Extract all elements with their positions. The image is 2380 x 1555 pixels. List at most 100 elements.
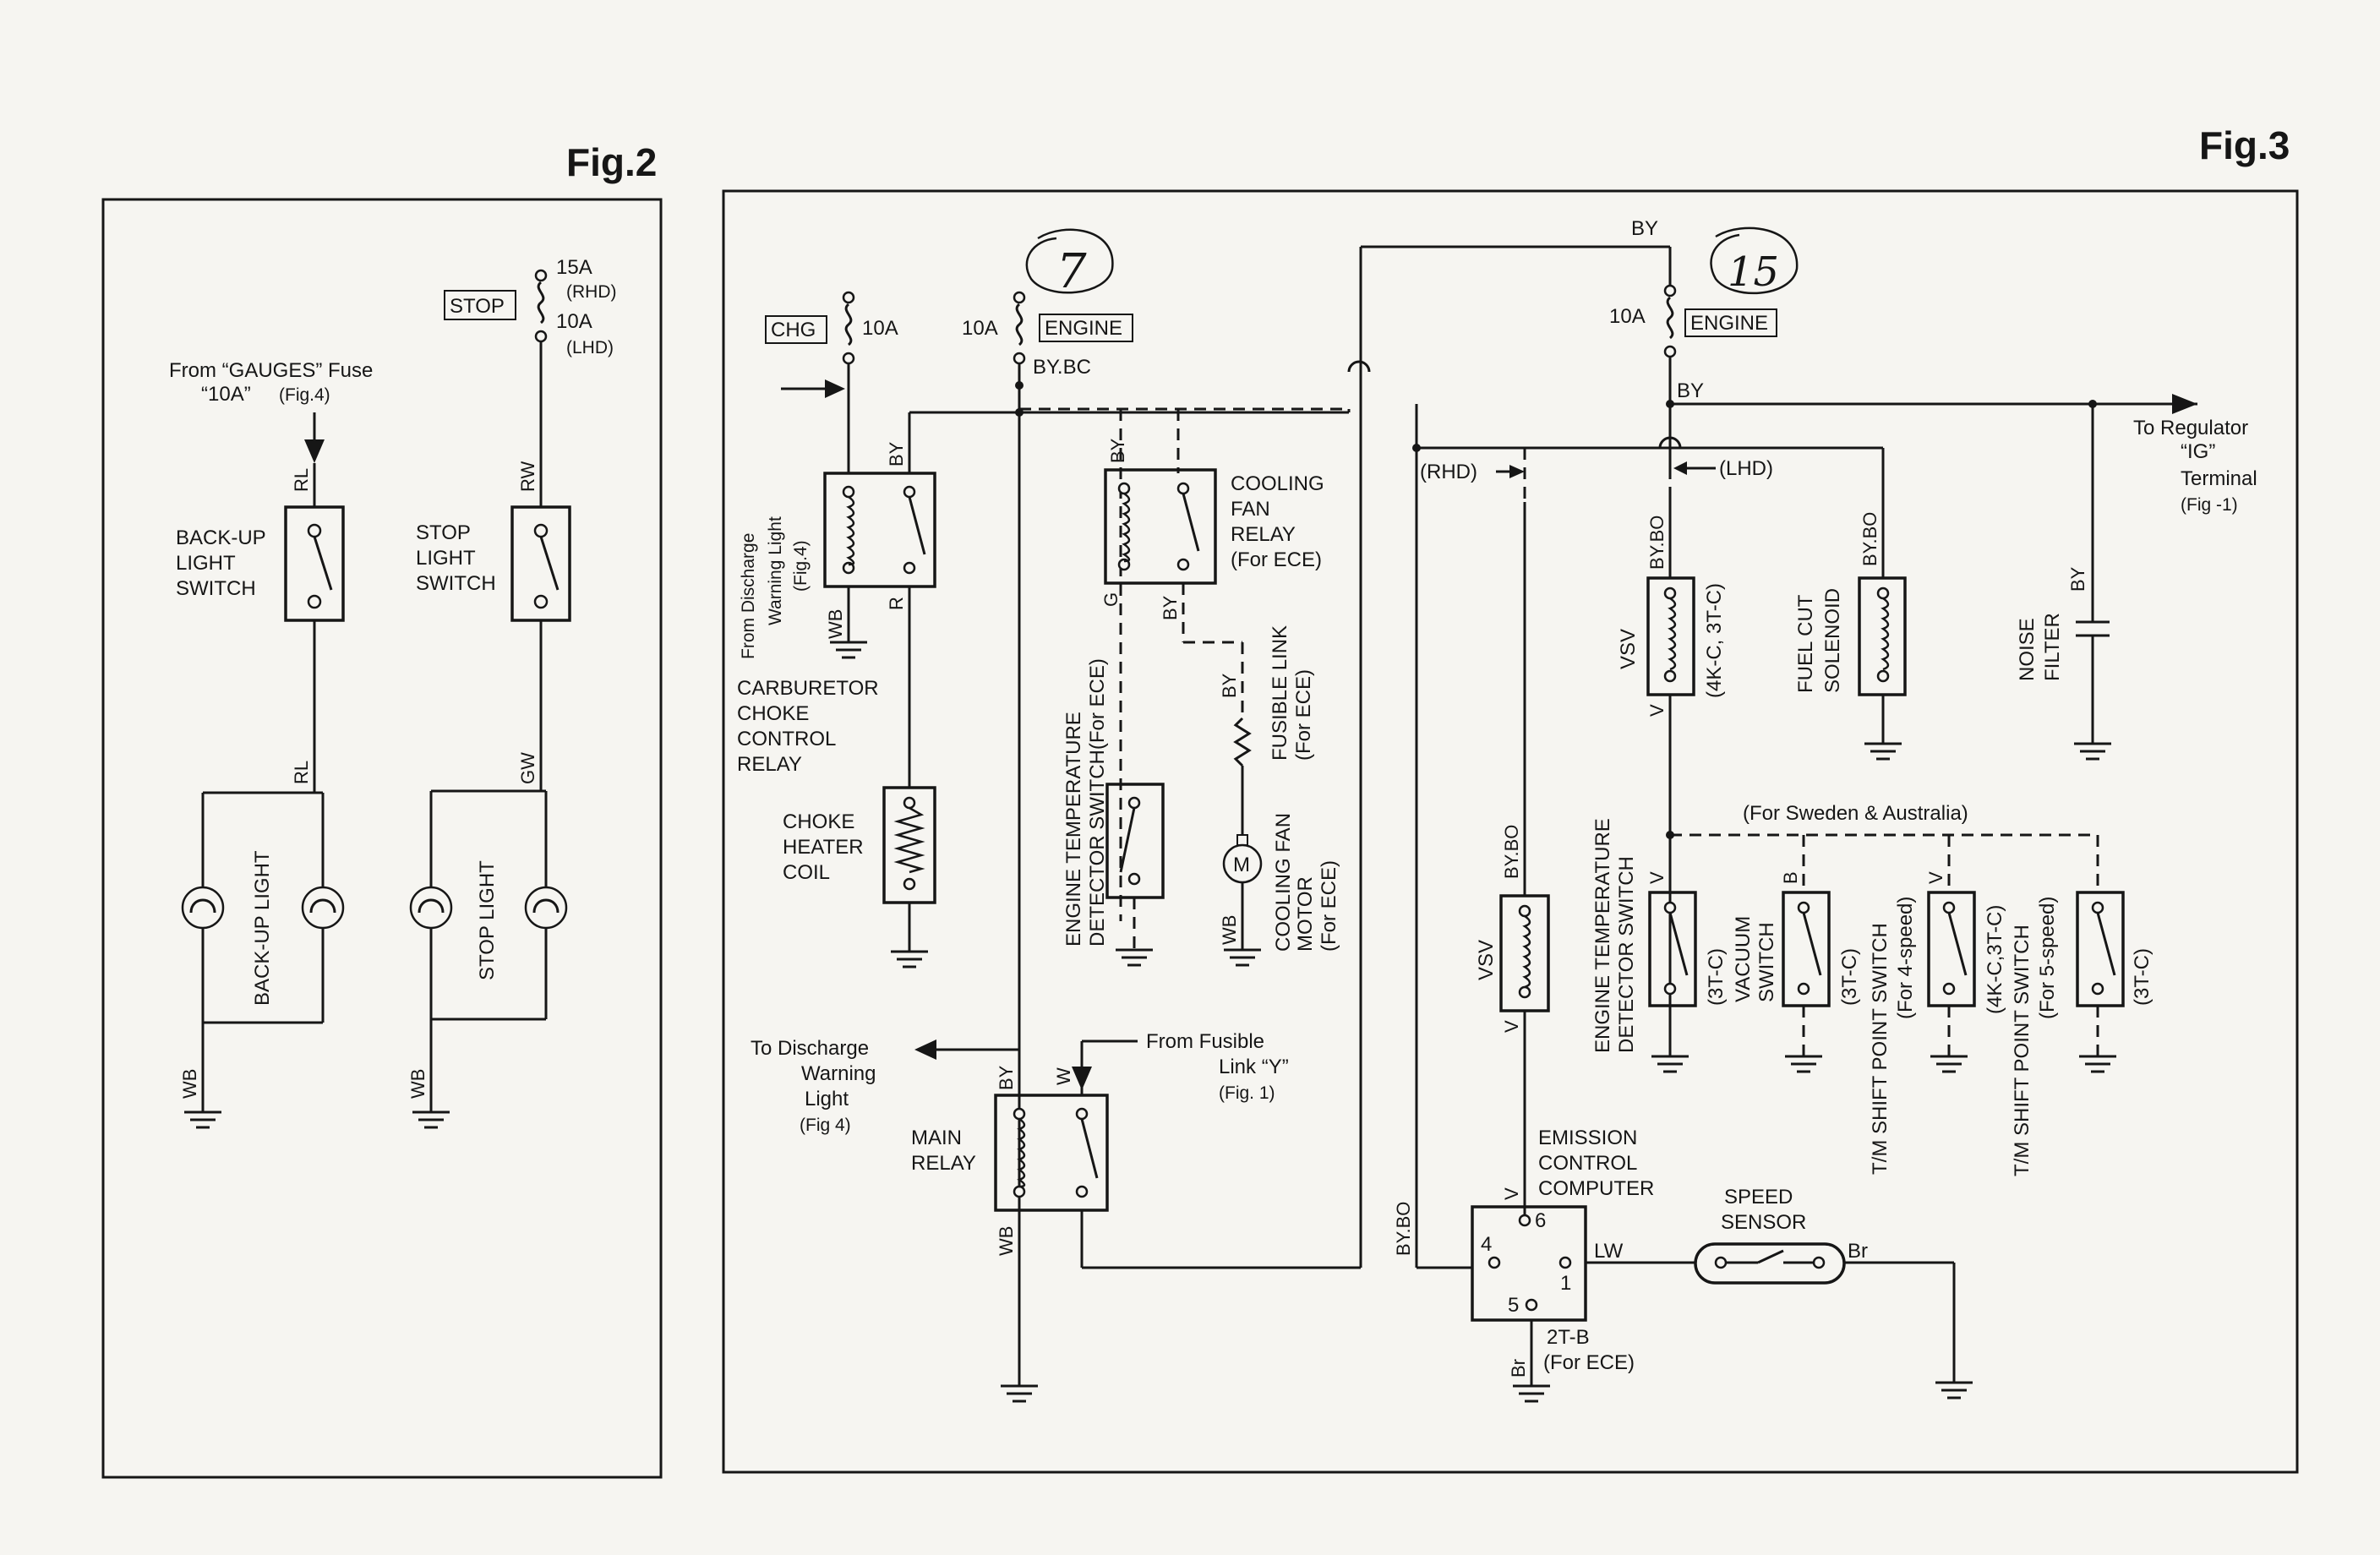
svg-text:VSV: VSV: [1617, 629, 1640, 669]
svg-text:LIGHT: LIGHT: [176, 552, 236, 575]
svg-text:BY: BY: [886, 441, 907, 466]
engine-temp-switch-ece: ENGINE TEMPERATURE DETECTOR SWITCH(For E…: [1062, 658, 1165, 967]
stop-fuse-tag: [444, 290, 516, 320]
svg-text:VACUUM: VACUUM: [1732, 916, 1755, 1002]
svg-text:BY: BY: [1631, 217, 1658, 240]
noise-filter: BY NOISE FILTER: [2016, 404, 2113, 761]
svg-text:10A: 10A: [962, 317, 998, 340]
shift-point-switch-5-box: [2076, 891, 2125, 1007]
svg-text:RELAY: RELAY: [737, 753, 802, 776]
svg-text:(For Sweden & Australia): (For Sweden & Australia): [1743, 802, 1968, 825]
svg-text:ENGINE TEMPERATURE: ENGINE TEMPERATURE: [1062, 712, 1085, 947]
svg-text:M: M: [1233, 854, 1250, 876]
svg-text:To Discharge: To Discharge: [751, 1037, 869, 1060]
svg-text:SWITCH: SWITCH: [416, 572, 496, 595]
svg-text:SOLENOID: SOLENOID: [1821, 588, 1844, 693]
cooling-fan-relay-box: [1104, 468, 1217, 585]
vsv-upper: BY.BO VSV (4K-C, 3T-C) V: [1617, 490, 1726, 835]
svg-text:(3T-C): (3T-C): [2131, 948, 2153, 1006]
svg-text:BY.BO: BY.BO: [1859, 512, 1881, 566]
svg-text:B: B: [1780, 871, 1801, 884]
fig2-frame: [101, 198, 663, 1479]
chg-fuse-branch: CHG 10A From Discharge Warning Light (Fi…: [739, 291, 898, 659]
svg-text:COOLING: COOLING: [1231, 472, 1324, 495]
svg-text:(For ECE): (For ECE): [1292, 669, 1315, 761]
fig3-title: Fig.3: [2199, 123, 2290, 167]
svg-text:FILTER: FILTER: [2041, 613, 2064, 681]
svg-text:Warning: Warning: [801, 1062, 876, 1085]
svg-text:FUEL CUT: FUEL CUT: [1794, 594, 1817, 693]
svg-text:BACK-UP: BACK-UP: [176, 527, 266, 549]
svg-text:Br: Br: [1848, 1240, 1868, 1263]
backup-bulb-left: [181, 886, 225, 930]
svg-text:RELAY: RELAY: [911, 1152, 976, 1175]
backup-light-circuit: From “GAUGES” Fuse “10A” (Fig.4) RL BACK…: [169, 359, 373, 1129]
svg-text:SENSOR: SENSOR: [1721, 1211, 1806, 1234]
svg-text:RL: RL: [291, 468, 312, 492]
svg-text:1: 1: [1560, 1272, 1571, 1295]
svg-text:(Fig.4): (Fig.4): [279, 385, 330, 405]
svg-text:BY: BY: [1219, 673, 1240, 698]
emission-control-computer: EMISSION CONTROL COMPUTER V 6 4 1 5 BY.B…: [1393, 1127, 1695, 1403]
cooling-fan-relay: BY G BY COOLING FAN RELAY (For ECE): [1019, 407, 1351, 921]
engine-temp-switch-box: [1648, 891, 1697, 1007]
svg-text:(Fig.4): (Fig.4): [791, 540, 811, 592]
svg-text:(LHD): (LHD): [566, 338, 614, 357]
svg-text:Terminal: Terminal: [2181, 467, 2257, 490]
svg-text:RELAY: RELAY: [1231, 523, 1296, 546]
svg-text:BY.BO: BY.BO: [1393, 1202, 1414, 1256]
svg-text:EMISSION: EMISSION: [1538, 1127, 1637, 1149]
svg-text:CONTROL: CONTROL: [1538, 1152, 1637, 1175]
engine-fuse-left: 10A ENGINE BY.BC: [909, 291, 1349, 1403]
svg-text:V: V: [1646, 704, 1668, 717]
svg-text:DETECTOR SWITCH(For ECE): DETECTOR SWITCH(For ECE): [1086, 658, 1109, 947]
svg-text:2T-B: 2T-B: [1547, 1326, 1590, 1349]
svg-text:BY: BY: [2067, 566, 2088, 592]
svg-text:(Fig -1): (Fig -1): [2181, 495, 2238, 515]
svg-text:(3T-C): (3T-C): [1705, 948, 1728, 1006]
svg-text:MAIN: MAIN: [911, 1127, 962, 1149]
svg-text:SPEED: SPEED: [1724, 1186, 1793, 1209]
svg-text:LIGHT: LIGHT: [416, 547, 476, 570]
fig2-panel: Fig.2 From “GAUGES” Fuse “10A” (Fig.4) R…: [101, 140, 663, 1479]
vsv-lower: BY.BO VSV V: [1475, 825, 1550, 1220]
stop-light-circuit: STOP 15A (RHD) 10A (LHD) RW STOP LIGHT S…: [407, 256, 616, 1129]
main-relay: To Discharge Warning Light (Fig 4) BY WB…: [751, 247, 1362, 1269]
svg-text:10A: 10A: [556, 310, 592, 333]
svg-text:V: V: [1501, 1187, 1522, 1200]
svg-text:COOLING FAN: COOLING FAN: [1272, 813, 1295, 952]
backup-bulb-right: [301, 886, 345, 930]
svg-text:WB: WB: [179, 1069, 200, 1099]
svg-text:R: R: [886, 597, 907, 610]
svg-text:“IG”: “IG”: [2181, 440, 2215, 463]
svg-text:(RHD): (RHD): [566, 282, 616, 302]
svg-text:From Fusible: From Fusible: [1146, 1030, 1264, 1053]
svg-text:BY: BY: [1677, 379, 1704, 402]
svg-text:Warning Light: Warning Light: [766, 516, 785, 625]
svg-text:Light: Light: [805, 1088, 849, 1110]
shift-point-switch-4-box: [1927, 891, 1976, 1007]
svg-text:STOP: STOP: [416, 521, 471, 544]
svg-text:(For ECE): (For ECE): [1543, 1351, 1635, 1374]
svg-text:T/M SHIFT POINT SWITCH: T/M SHIFT POINT SWITCH: [2011, 925, 2033, 1176]
svg-text:WB: WB: [407, 1069, 429, 1099]
svg-text:G: G: [1100, 592, 1122, 607]
stop-bulb-left: [409, 886, 453, 930]
svg-text:HEATER: HEATER: [783, 836, 864, 859]
svg-text:T/M SHIFT POINT SWITCH: T/M SHIFT POINT SWITCH: [1869, 923, 1891, 1175]
svg-text:(For ECE): (For ECE): [1318, 860, 1340, 952]
speed-sensor: SPEED SENSOR Br: [1694, 1186, 1974, 1400]
svg-text:Br: Br: [1508, 1359, 1529, 1378]
svg-text:V: V: [1646, 871, 1668, 884]
svg-text:FAN: FAN: [1231, 498, 1270, 521]
svg-text:CARBURETOR: CARBURETOR: [737, 677, 879, 700]
svg-text:Link “Y”: Link “Y”: [1219, 1056, 1289, 1078]
handwritten-notes: 7 15: [1025, 226, 1799, 299]
svg-text:ENGINE TEMPERATURE: ENGINE TEMPERATURE: [1591, 818, 1614, 1053]
svg-text:(3T-C): (3T-C): [1838, 948, 1861, 1006]
svg-text:SWITCH: SWITCH: [176, 577, 256, 600]
svg-text:COIL: COIL: [783, 861, 830, 884]
svg-text:10A: 10A: [1609, 305, 1646, 328]
svg-text:MOTOR: MOTOR: [1294, 876, 1317, 952]
